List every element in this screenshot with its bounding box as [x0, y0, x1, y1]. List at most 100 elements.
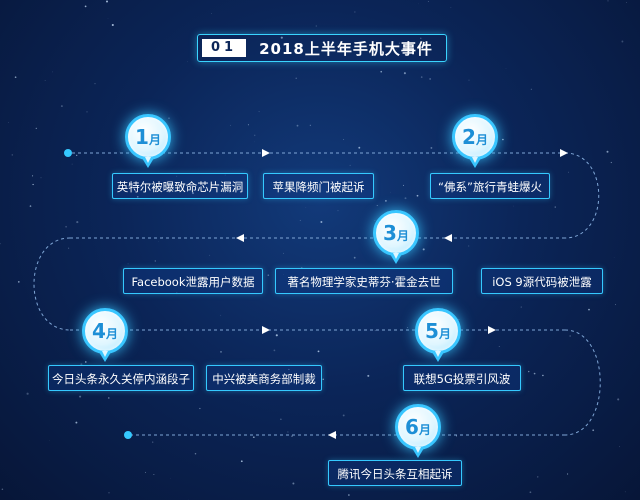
star — [530, 88, 532, 90]
timeline-start-dot — [64, 149, 72, 157]
star — [14, 76, 17, 79]
star — [568, 171, 569, 173]
star — [176, 292, 178, 294]
month-marker-6: 6月 — [395, 404, 441, 450]
star — [49, 440, 50, 441]
star — [458, 319, 460, 321]
star — [76, 154, 78, 156]
star — [32, 175, 34, 177]
star — [75, 421, 78, 424]
pin-tail-icon — [469, 157, 481, 168]
star — [199, 407, 201, 410]
star — [35, 127, 37, 130]
star — [358, 146, 361, 149]
star — [273, 349, 276, 352]
star — [172, 382, 174, 385]
star — [385, 200, 387, 202]
star — [349, 164, 351, 166]
event-box: 著名物理学家史蒂芬·霍金去世 — [275, 268, 453, 294]
star — [80, 363, 83, 366]
event-box: 中兴被美商务部制裁 — [206, 365, 322, 391]
star — [416, 194, 419, 197]
star — [240, 460, 243, 463]
star — [430, 146, 433, 149]
star — [403, 72, 406, 75]
section-title: 2018上半年手机大事件 — [259, 39, 433, 58]
star — [309, 124, 311, 126]
pin-tail-icon — [412, 447, 424, 458]
event-box: “佛系”旅行青蛙爆火 — [430, 173, 550, 199]
star — [296, 124, 299, 127]
star — [592, 429, 595, 432]
star — [295, 77, 297, 79]
star — [292, 482, 295, 485]
star — [258, 111, 260, 113]
event-box: 苹果降频门被起诉 — [263, 173, 374, 199]
star — [275, 334, 278, 337]
star — [51, 71, 53, 73]
star — [380, 70, 383, 73]
star — [136, 195, 139, 198]
pin-tail-icon — [390, 253, 402, 264]
star — [422, 248, 425, 251]
star — [427, 1, 429, 2]
star — [420, 76, 423, 78]
star — [144, 282, 146, 284]
star — [315, 25, 317, 27]
month-marker-1: 1月 — [125, 114, 171, 160]
star — [607, 0, 609, 2]
star — [111, 23, 114, 27]
star — [354, 11, 356, 13]
star — [220, 351, 222, 353]
star — [211, 13, 212, 15]
star — [374, 329, 376, 332]
star — [220, 314, 222, 316]
event-box: 今日头条永久关停内涵段子 — [48, 365, 194, 391]
star — [26, 392, 29, 395]
star — [8, 122, 9, 124]
star — [267, 274, 270, 277]
star — [153, 473, 155, 475]
star — [280, 418, 282, 420]
star — [313, 280, 315, 281]
star — [107, 18, 109, 19]
star — [569, 335, 571, 337]
star — [376, 204, 378, 206]
timeline-curve-1 — [564, 152, 600, 239]
star — [84, 5, 87, 8]
timeline-curve-2 — [33, 237, 71, 331]
star — [455, 435, 458, 437]
month-marker-5: 5月 — [415, 308, 461, 354]
arrow-icon — [444, 234, 452, 242]
star — [32, 183, 34, 186]
star — [85, 361, 87, 363]
star — [513, 205, 514, 207]
star — [342, 414, 345, 417]
star — [610, 161, 612, 164]
star — [320, 221, 323, 223]
star — [468, 245, 470, 247]
event-box: 联想5G投票引风波 — [403, 365, 521, 391]
timeline-end-dot — [124, 431, 132, 439]
star — [76, 221, 79, 224]
star — [337, 471, 339, 472]
star — [127, 263, 129, 265]
arrow-icon — [560, 149, 568, 157]
star — [617, 398, 620, 401]
star — [404, 197, 407, 200]
star — [398, 42, 400, 44]
star — [65, 225, 67, 228]
star — [606, 150, 609, 153]
star — [144, 471, 147, 473]
star — [168, 117, 170, 120]
star — [407, 327, 409, 328]
star — [468, 79, 470, 81]
star — [40, 177, 42, 179]
star — [537, 476, 539, 478]
star — [176, 175, 178, 177]
star — [79, 395, 82, 398]
star — [288, 368, 290, 370]
star — [209, 254, 211, 256]
